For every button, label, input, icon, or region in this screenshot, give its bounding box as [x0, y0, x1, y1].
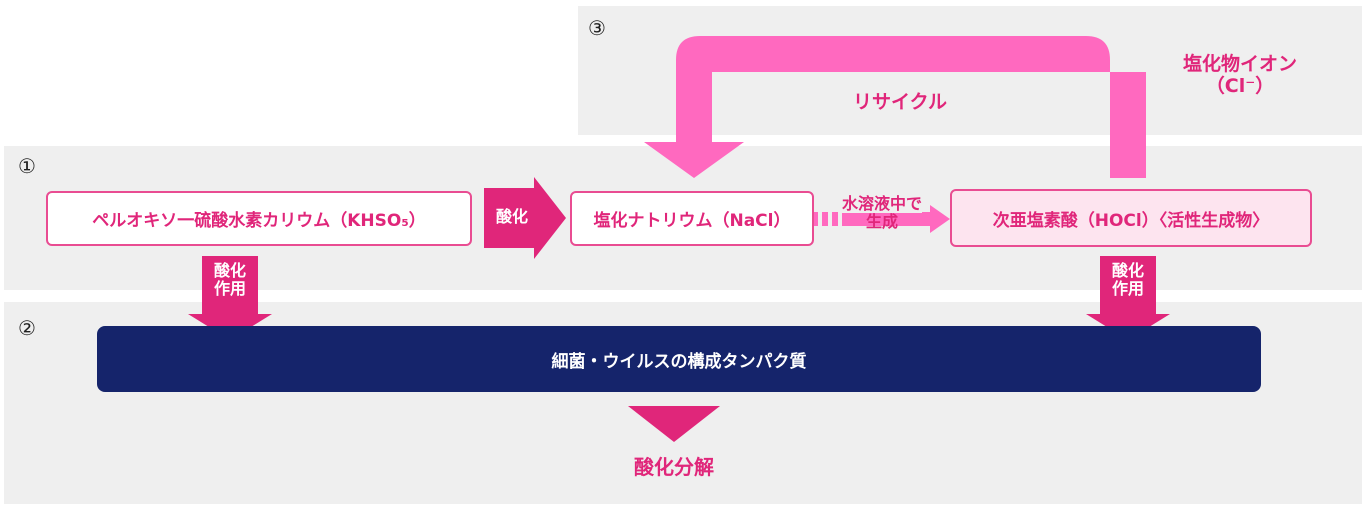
decompose-label: 酸化分解: [634, 455, 714, 479]
panel-2-number: ②: [18, 316, 36, 340]
in-water-label-line2: 生成: [865, 212, 898, 232]
node-nacl: 塩化ナトリウム（NaCl）: [570, 191, 814, 246]
oxidation-arrow-right: [1086, 256, 1170, 340]
oxidize-arrow: [484, 177, 566, 259]
recycle-loop-arrow: [644, 36, 1146, 178]
oxidation-label-right: 酸化 作用: [1100, 261, 1156, 299]
oxidation-arrow-left: [188, 256, 272, 340]
recycle-label: リサイクル: [852, 91, 948, 113]
oxidation-label-right-line1: 酸化: [1111, 261, 1144, 280]
connector-dash-2: [822, 212, 828, 226]
node-hocl: 次亜塩素酸（HOCl）〈活性生成物〉: [950, 189, 1312, 247]
connector-dash-1: [812, 212, 818, 226]
panel-1-number: ①: [18, 154, 36, 178]
oxidation-label-right-line2: 作用: [1111, 279, 1144, 299]
oxidize-label: 酸化: [495, 207, 528, 226]
oxidation-label-left-line2: 作用: [213, 279, 246, 299]
chloride-label-line1: 塩化物イオン: [1182, 53, 1297, 75]
panel-3-number: ③: [588, 16, 606, 40]
oxidation-label-left: 酸化 作用: [202, 261, 258, 299]
chloride-label: 塩化物イオン （Cl⁻）: [1150, 53, 1330, 98]
decompose-arrow: [628, 406, 720, 442]
node-khso5: ペルオキソ一硫酸水素カリウム（KHSO₅）: [46, 191, 472, 246]
oxidation-label-left-line1: 酸化: [213, 261, 246, 280]
in-water-label-line1: 水溶液中で: [841, 194, 922, 214]
in-water-label: 水溶液中で 生成: [822, 194, 942, 232]
connector-dash-3: [832, 212, 838, 226]
node-protein: 細菌・ウイルスの構成タンパク質: [97, 326, 1261, 392]
chloride-label-line2: （Cl⁻）: [1205, 74, 1275, 97]
